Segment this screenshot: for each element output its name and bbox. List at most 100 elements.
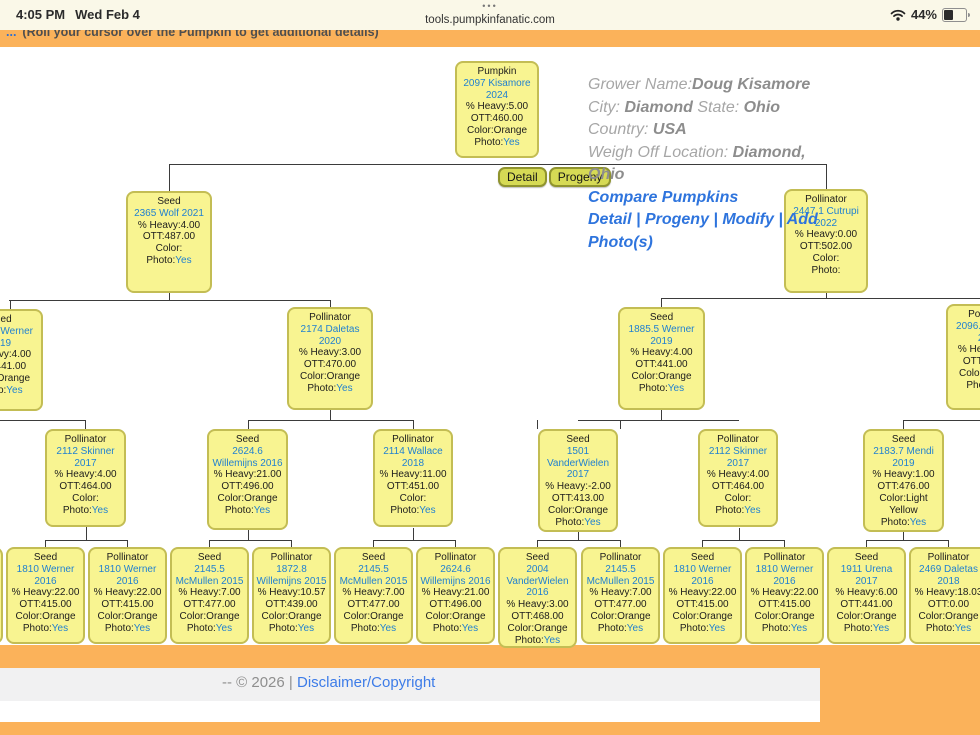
node-photo-link[interactable]: Yes (175, 254, 192, 266)
node-ott: OTT:415.00 (19, 599, 72, 611)
tree-connector-line (330, 410, 331, 420)
node-pumpkin-link[interactable]: 2145.5 McMullen 2015 (175, 563, 244, 587)
node-pumpkin-link[interactable]: 1885.5 Werner 2019 (628, 323, 695, 347)
tree-connector-line (248, 420, 249, 429)
node-color: Color:Orange (0, 372, 31, 384)
node-photo-link[interactable]: Yes (297, 622, 315, 634)
address-bar[interactable]: tools.pumpkinfanatic.com (425, 14, 555, 26)
node-pumpkin-link[interactable]: 2145.5 McMullen 2015 (339, 563, 408, 587)
tab-overview-dots[interactable]: ••• (482, 1, 498, 11)
detail-link[interactable]: Detail (588, 211, 632, 228)
node-photo: Photo:Yes (966, 379, 980, 391)
node-pumpkin-link[interactable]: 1810 Werner 2016 (673, 563, 732, 587)
node-color: Color:Orange (631, 370, 692, 382)
tree-connector-line (209, 540, 292, 541)
tree-connector-line (620, 420, 621, 429)
node-photo-link[interactable]: Yes (51, 622, 69, 634)
node-ott: OTT:413.00 (551, 492, 605, 504)
node-photo-link[interactable]: Yes (744, 504, 761, 516)
node-photo-link[interactable]: Yes (954, 622, 972, 634)
node-photo-link[interactable]: Yes (133, 622, 151, 634)
node-photo-link[interactable]: Yes (584, 516, 601, 528)
node-type-label: Pumpkin (477, 66, 517, 77)
node-pumpkin-link[interactable]: 2112 Skinner 2017 (708, 445, 768, 469)
node-type-label: Pollinator (968, 309, 980, 320)
node-ott: OTT:477.00 (347, 599, 400, 611)
node-type-label: Seed (197, 552, 222, 563)
tree-connector-line (455, 540, 456, 547)
add-photos-link[interactable]: Add (786, 211, 818, 228)
node-photo-link[interactable]: Yes (6, 384, 23, 396)
compare-pumpkins-row: Compare Pumpkins (588, 187, 818, 210)
node-color: Color: (399, 492, 427, 504)
node-pumpkin-link[interactable]: 2004 VanderWielen 2016 (506, 563, 569, 599)
node-pumpkin-link[interactable]: 2447.1 Cutrupi 2022 (793, 205, 859, 229)
node-photo-link[interactable]: Yes (626, 622, 644, 634)
node-pumpkin-link[interactable]: 2624.6 Willemijns 2016 (212, 445, 283, 469)
add-photos-link-2[interactable]: Photo(s) (588, 233, 653, 251)
tree-connector-line (0, 420, 86, 421)
node-photo-link[interactable]: Yes (461, 622, 479, 634)
node-pumpkin-link[interactable]: 2145.5 McMullen 2015 (586, 563, 655, 587)
node-photo-link[interactable]: Yes (909, 516, 927, 528)
node-pumpkin-link[interactable]: 1872.8 Willemijns 2015 (256, 563, 327, 587)
node-photo-link[interactable]: Yes (872, 622, 890, 634)
tree-connector-line (85, 420, 86, 429)
node-pumpkin-link[interactable]: 2183.7 Mendi 2019 (873, 445, 934, 469)
node-photo-link[interactable]: Yes (543, 634, 561, 646)
node-pumpkin-link[interactable]: 2112 Skinner 2017 (56, 445, 115, 469)
node-photo-link[interactable]: Yes (336, 382, 353, 394)
footer-bar (0, 668, 820, 701)
node-photo-link[interactable]: Yes (419, 504, 436, 516)
node-pumpkin-link[interactable]: 2096.5 Werner 2021 (956, 320, 980, 344)
node-heavy: % Heavy:0.00 (794, 229, 858, 241)
node-color: Color:Orange (15, 610, 76, 622)
node-pumpkin-link[interactable]: 1810 Werner 2016 (16, 563, 75, 587)
node-photo-link[interactable]: Yes (708, 622, 726, 634)
grower-name-row: Grower Name:Doug Kisamore (588, 76, 811, 93)
node-pumpkin-link[interactable]: 1810 Werner 2016 (755, 563, 814, 587)
node-pumpkin-link[interactable]: 1885.5 Werner 2019 (0, 325, 33, 349)
pumpkin-action-buttons: Detail Progeny (498, 167, 612, 187)
node-photo-link[interactable]: Yes (379, 622, 397, 634)
compare-pumpkins-link[interactable]: Compare Pumpkins (588, 188, 739, 206)
node-pumpkin-link[interactable]: 2174 Daletas 2020 (300, 323, 360, 347)
tree-connector-line (620, 540, 621, 547)
node-color: Color:Orange (97, 610, 158, 622)
node-pumpkin-link[interactable]: 2114 Wallace 2018 (383, 445, 443, 469)
node-pumpkin-link[interactable]: 2624.6 Willemijns 2016 (420, 563, 491, 587)
node-photo-link[interactable]: Yes (790, 622, 808, 634)
node-pumpkin-link[interactable]: 1501 VanderWielen 2017 (546, 445, 610, 481)
node-pumpkin-link[interactable]: 1911 Urena 2017 (840, 563, 893, 587)
progeny-link[interactable]: Progeny (644, 211, 709, 228)
disclaimer-copyright-link[interactable]: Disclaimer/Copyright (296, 674, 436, 691)
tree-node-row5-sliver (0, 547, 3, 644)
node-photo-link[interactable]: Yes (667, 382, 685, 394)
node-pumpkin-link[interactable]: 2469 Daletas 2018 (919, 563, 978, 587)
progeny-button[interactable]: Progeny (548, 167, 612, 187)
node-photo-link[interactable]: Yes (91, 504, 109, 516)
node-pumpkin-link[interactable]: 2097 Kisamore 2024 (463, 77, 531, 101)
tree-connector-line (248, 420, 413, 421)
date: Wed Feb 4 (75, 7, 140, 22)
detail-button[interactable]: Detail (498, 167, 547, 187)
node-ott: OTT:464.00 (711, 481, 765, 493)
node-color: Color:Light Yellow (879, 492, 928, 516)
node-photo-link[interactable]: Yes (503, 136, 520, 148)
node-type-label: Pollinator (927, 552, 970, 563)
tree-connector-line (169, 291, 170, 300)
node-photo-link[interactable]: Yes (253, 504, 271, 516)
node-pumpkin-link[interactable]: 1810 Werner 2016 (98, 563, 157, 587)
node-pumpkin-link[interactable]: 2365 Wolf 2021 (134, 207, 204, 219)
node-photo-link[interactable]: Yes (215, 622, 233, 634)
modify-link[interactable]: Modify (722, 211, 774, 228)
